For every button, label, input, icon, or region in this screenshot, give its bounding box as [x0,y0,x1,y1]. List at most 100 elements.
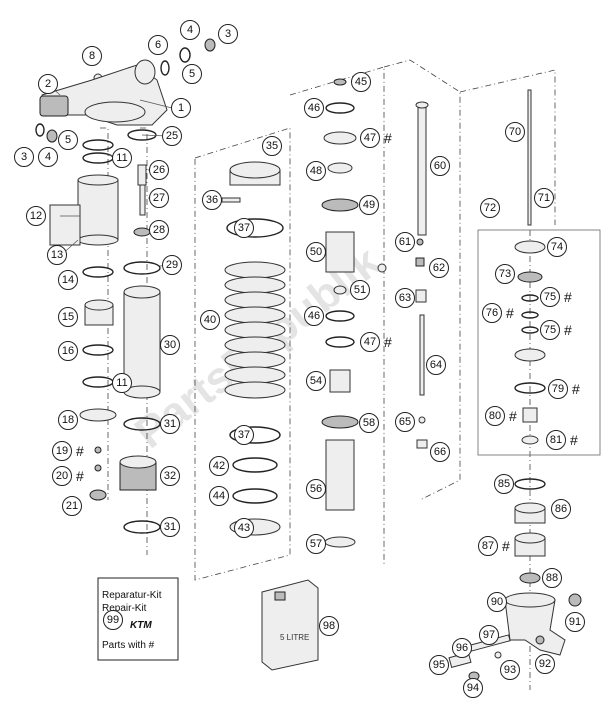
callout-18: 18 [58,410,78,430]
callout-label: 74 [551,241,563,253]
callout-92: 92 [535,654,555,674]
callout-label: 46 [308,310,320,322]
callout-label: 3 [21,151,27,163]
callout-label: 47 [364,132,376,144]
callout-label: 37 [238,429,250,441]
kit-part-marker: # [564,289,572,305]
callout-label: 30 [164,339,176,351]
kit-part-marker: # [502,538,510,554]
callout-61: 61 [395,232,415,252]
callout-label: 76 [486,307,498,319]
callout-label: 27 [153,192,165,204]
callout-label: 48 [310,165,322,177]
callout-label: 81 [550,434,562,446]
callout-6: 6 [148,35,168,55]
callout-label: 65 [399,416,411,428]
callout-94: 94 [463,678,483,698]
callout-label: 86 [555,503,567,515]
callout-label: 60 [434,160,446,172]
callout-label: 16 [62,345,74,357]
callout-label: 4 [45,151,51,163]
callout-label: 51 [354,284,366,296]
callout-label: 54 [310,375,322,387]
callout-26: 26 [149,160,169,180]
callout-8: 8 [82,46,102,66]
callout-layer: 1233445568111112131415161819202125262728… [14,20,585,698]
callout-label: 63 [399,292,411,304]
callout-label: 57 [310,538,322,550]
kit-part-marker: # [572,381,580,397]
callout-73: 73 [495,264,515,284]
callout-label: 98 [323,620,335,632]
callout-75: 75 [540,287,560,307]
callout-label: 45 [355,76,367,88]
callout-97: 97 [479,625,499,645]
callout-50: 50 [306,242,326,262]
kit-part-marker: # [384,334,392,350]
callout-label: 28 [153,224,165,236]
callout-98: 98 [319,616,339,636]
callout-42: 42 [209,456,229,476]
callout-36: 36 [202,190,222,210]
callout-label: 20 [56,470,68,482]
callout-14: 14 [58,270,78,290]
callout-30: 30 [160,335,180,355]
callout-90: 90 [487,592,507,612]
kit-part-marker: # [570,432,578,448]
reservoir-assembly [35,38,216,501]
callout-13: 13 [47,245,67,265]
spring-assembly [221,161,286,536]
callout-74: 74 [547,237,567,257]
callout-72: 72 [480,198,500,218]
callout-label: 97 [483,629,495,641]
callout-28: 28 [149,220,169,240]
callout-25: 25 [162,126,182,146]
callout-label: 1 [178,102,184,114]
callout-label: 32 [164,470,176,482]
callout-3: 3 [218,24,238,44]
oil-can: 5 LITRE [261,579,319,671]
callout-57: 57 [306,534,326,554]
callout-96: 96 [452,638,472,658]
callout-label: 85 [498,478,510,490]
adjuster-assembly [477,89,601,584]
callout-11: 11 [112,148,132,168]
callout-label: 43 [238,522,250,534]
callout-label: 75 [544,291,556,303]
assembly-guides [100,59,556,690]
callout-47: 47 [360,332,380,352]
callout-label: 99 [107,614,119,626]
callout-label: 80 [489,410,501,422]
callout-label: 56 [310,483,322,495]
callout-label: 29 [166,259,178,271]
oil-can-label: 5 LITRE [280,633,309,642]
callout-45: 45 [351,72,371,92]
callout-label: 26 [153,164,165,176]
callout-37: 37 [234,218,254,238]
callout-5: 5 [182,64,202,84]
callout-label: 46 [308,102,320,114]
callout-29: 29 [162,255,182,275]
valve-stack-assembly [321,78,359,548]
callout-label: 73 [499,268,511,280]
callout-label: 93 [504,664,516,676]
callout-15: 15 [58,307,78,327]
callout-91: 91 [565,612,585,632]
callout-label: 88 [546,572,558,584]
callout-label: 11 [116,377,127,389]
callout-label: 5 [65,134,71,146]
callout-label: 2 [45,78,51,90]
callout-12: 12 [26,206,46,226]
callout-label: 61 [399,236,411,248]
callout-62: 62 [429,258,449,278]
callout-95: 95 [429,655,449,675]
callout-40: 40 [200,310,220,330]
callout-label: 50 [310,246,322,258]
callout-5: 5 [58,130,78,150]
callout-label: 25 [166,130,178,142]
callout-label: 11 [116,152,127,164]
callout-label: 18 [62,414,74,426]
callout-label: 8 [89,50,95,62]
callout-label: 95 [433,659,445,671]
callout-label: 12 [30,210,42,222]
